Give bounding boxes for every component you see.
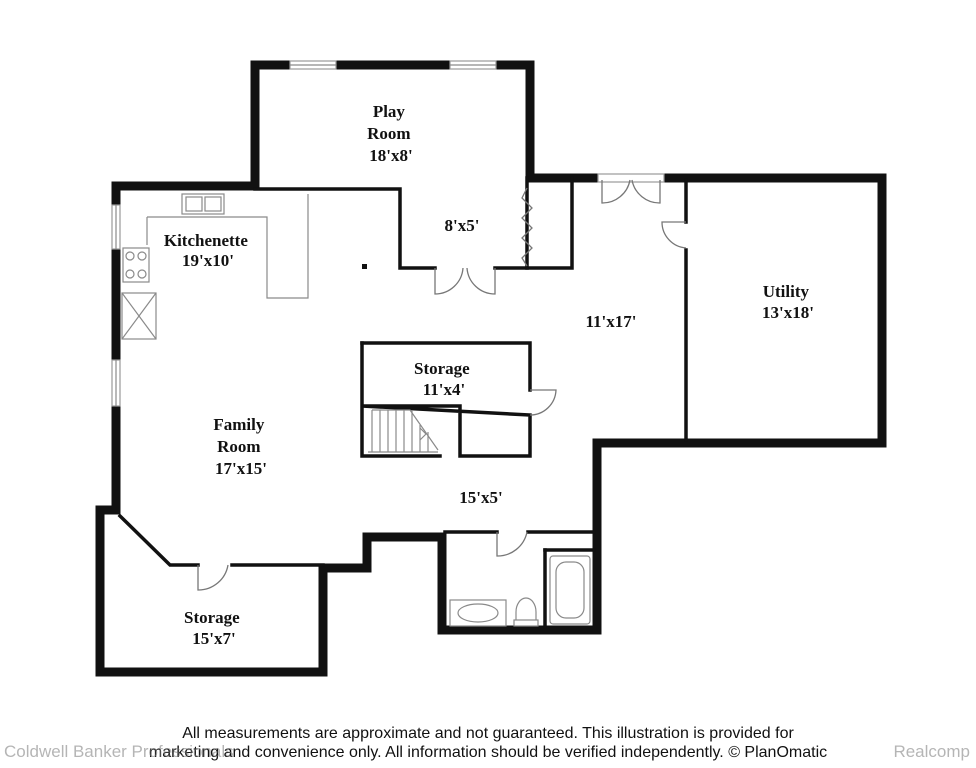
windows (111, 60, 665, 407)
door-hall-top-left (601, 179, 631, 204)
room-label-kitchenette: Kitchenette 19'x10' (164, 231, 252, 270)
room-label-utility: Utility 13'x18' (762, 282, 814, 322)
bifold-door (521, 187, 533, 267)
room-label-storage-stair: Storage 11'x4' (414, 359, 474, 399)
disclaimer: All measurements are approximate and not… (60, 724, 916, 762)
door-closet-right (466, 267, 496, 295)
room-label-lower-hall: 15'x5' (459, 488, 502, 507)
door-utility (661, 221, 687, 249)
room-labels: Play Room 18'x8' 8'x5' Kitchenette 19'x1… (164, 102, 814, 648)
bathroom-fixtures (449, 555, 591, 627)
exterior-walls (95, 60, 887, 677)
room-label-play-room: Play Room 18'x8' (367, 102, 415, 165)
room-label-hall: 11'x17' (585, 312, 636, 331)
room-label-family-room: Family Room 17'x15' (213, 415, 268, 478)
watermark-left: Coldwell Banker Professionals (4, 742, 234, 761)
door-storage-stair (529, 389, 557, 416)
room-label-storage-lower: Storage 15'x7' (184, 608, 244, 648)
door-storage-lower (197, 564, 229, 591)
disclaimer-line-1: All measurements are approximate and not… (182, 725, 794, 742)
stove-icon (122, 247, 150, 283)
door-closet-left (434, 267, 464, 295)
toilet-icon (515, 597, 537, 623)
tub-icon (549, 555, 591, 625)
doors (197, 179, 687, 591)
window-hall-top (597, 173, 665, 183)
stairs (368, 409, 439, 453)
room-label-closet: 8'x5' (445, 216, 480, 235)
interior-walls (117, 176, 688, 629)
watermark-right: Realcomp (893, 742, 970, 761)
door-bath (496, 531, 528, 557)
disclaimer-line-2: marketing and convenience only. All info… (148, 744, 828, 761)
kitchenette-fixtures (121, 193, 367, 340)
door-hall-top-right (631, 179, 661, 204)
